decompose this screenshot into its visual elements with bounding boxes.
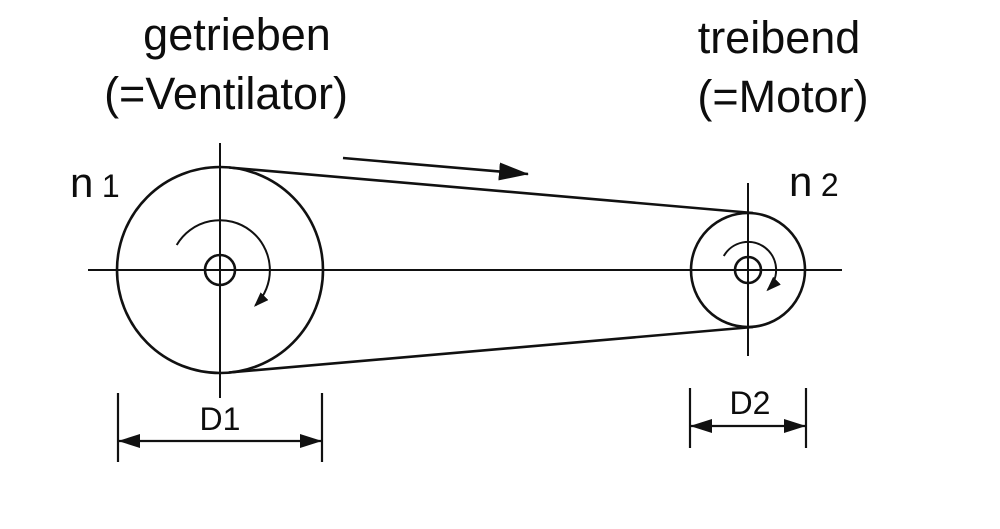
right-speed-label: n 2: [789, 158, 839, 205]
left-speed-label: n 1: [70, 159, 120, 206]
labels: getrieben (=Ventilator) treibend (=Motor…: [70, 9, 869, 206]
belt-top-line: [228, 166, 754, 215]
right-pulley: [689, 211, 807, 329]
centerlines: [88, 143, 842, 398]
belt-bottom-line: [228, 325, 754, 374]
right-diameter-label: D2: [730, 385, 771, 421]
right-rotation-arrow: [722, 240, 781, 292]
belt-direction-arrow: [342, 156, 529, 181]
left-diameter-dimension: D1: [116, 393, 324, 462]
left-pulley-circle: [115, 165, 325, 375]
left-pulley-hub: [203, 253, 237, 287]
left-speed-index: 1: [102, 168, 120, 204]
belt: [228, 156, 754, 374]
left-rotation-arrow: [175, 219, 271, 307]
left-role-line1: getrieben: [143, 9, 331, 60]
right-role-line1: treibend: [698, 12, 861, 63]
right-speed-symbol: n: [789, 158, 812, 205]
right-role-line2: (=Motor): [697, 71, 868, 122]
right-speed-index: 2: [821, 167, 839, 203]
left-role-line2: (=Ventilator): [104, 68, 348, 119]
right-pulley-hub: [733, 255, 763, 285]
left-diameter-label: D1: [200, 401, 241, 437]
right-diameter-dimension: D2: [688, 385, 808, 448]
left-pulley: [115, 165, 325, 375]
right-pulley-circle: [689, 211, 807, 329]
left-speed-symbol: n: [70, 159, 93, 206]
